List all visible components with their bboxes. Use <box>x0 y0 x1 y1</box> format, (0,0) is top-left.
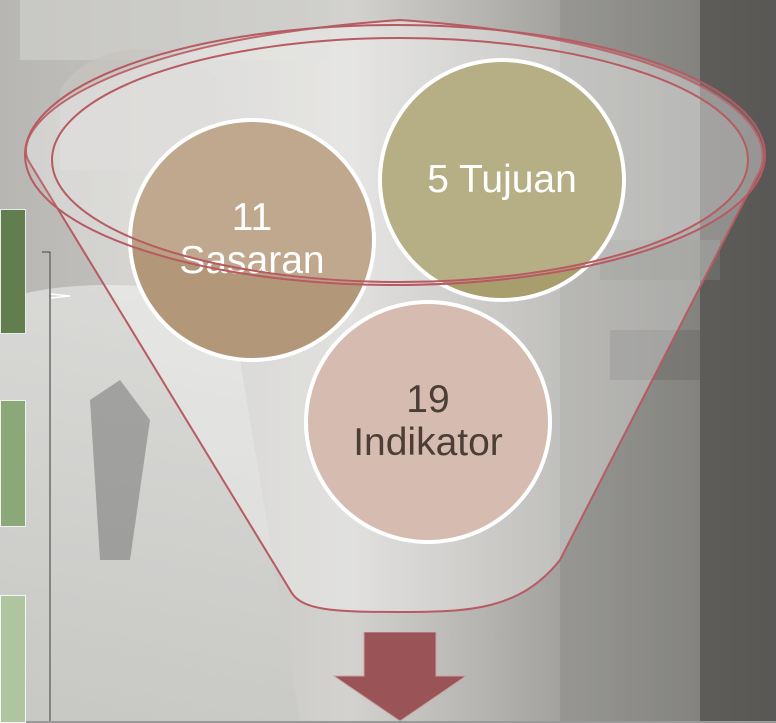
side-box-2 <box>0 400 26 527</box>
down-arrow-icon <box>332 632 468 721</box>
circle-tujuan: 5 Tujuan <box>378 58 626 302</box>
indikator-label: Indikator <box>353 421 503 464</box>
circle-indikator: 19 Indikator <box>304 300 552 544</box>
brace-connector <box>42 251 71 721</box>
sasaran-label: Sasaran <box>179 239 325 282</box>
indikator-number: 19 <box>406 378 450 422</box>
circle-sasaran: 11 Sasaran <box>128 118 376 362</box>
sasaran-number: 11 <box>231 196 273 240</box>
side-box-3 <box>0 595 26 723</box>
tujuan-label: 5 Tujuan <box>427 157 577 201</box>
arrow-shape <box>332 632 468 721</box>
side-box-1 <box>0 209 26 334</box>
